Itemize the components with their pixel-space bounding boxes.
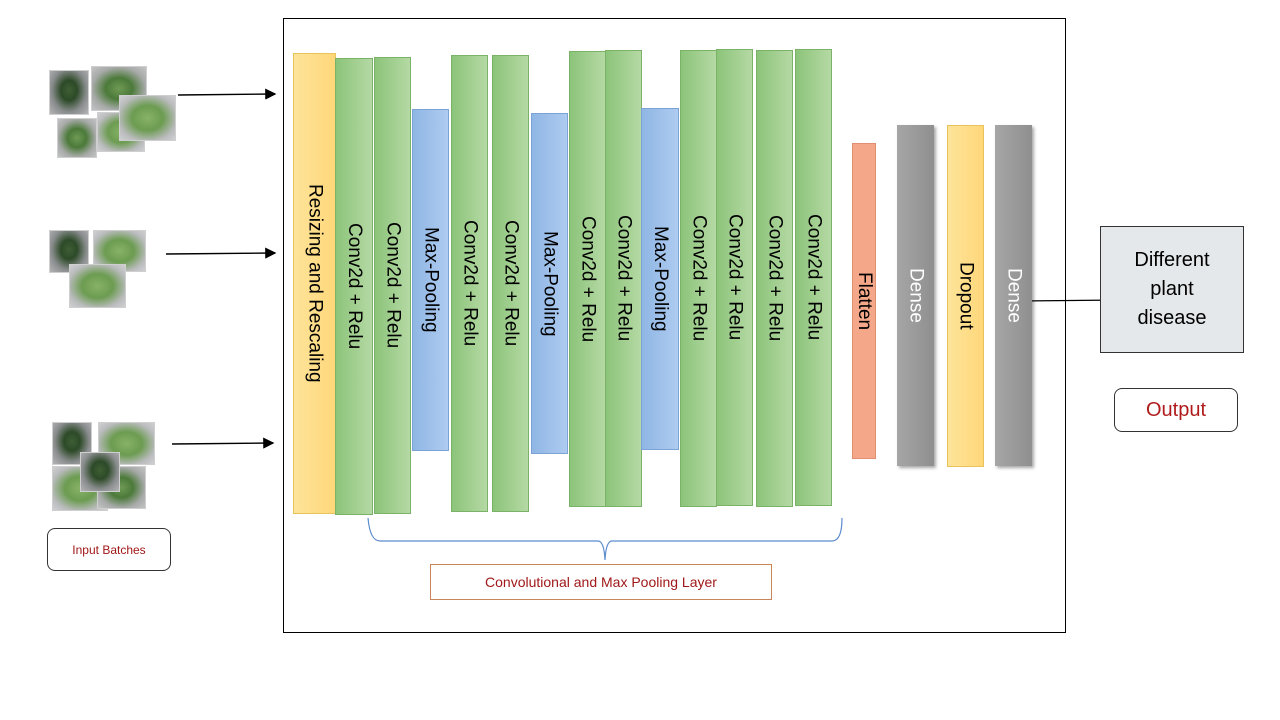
conv2d-relu-layer: Conv2d + Relu: [569, 51, 606, 507]
layer-label: Conv2d + Relu: [344, 223, 365, 350]
layer-label: Conv2d + Relu: [577, 215, 599, 343]
layer-label: Max-Pooling: [650, 226, 671, 332]
output-box-line: plant: [1150, 278, 1194, 300]
conv2d-relu-layer: Conv2d + Relu: [605, 50, 642, 507]
conv2d-relu-layer: Conv2d + Relu: [374, 57, 411, 514]
conv2d-relu-layer: Conv2d + Relu: [795, 49, 832, 506]
layer-label: Max-Pooling: [420, 227, 442, 333]
layer-label: Conv2d + Relu: [613, 215, 635, 342]
conv2d-relu-layer: Conv2d + Relu: [680, 50, 717, 507]
flatten-layer: Flatten: [852, 143, 876, 459]
leaf-image: [49, 70, 89, 115]
layer-label: Dropout: [955, 262, 977, 330]
output-box-line: Different: [1134, 249, 1210, 271]
model-frame: [283, 18, 1066, 633]
max-pooling-layer: Max-Pooling: [641, 108, 679, 450]
max-pooling-layer: Max-Pooling: [412, 109, 449, 451]
conv2d-relu-layer: Conv2d + Relu: [451, 55, 488, 512]
dense-layer: Dense: [897, 125, 934, 466]
output-classes-box: Different plant disease: [1100, 226, 1244, 353]
dropout-layer: Dropout: [947, 125, 984, 467]
layer-label: Conv2d + Relu: [688, 215, 710, 342]
input-arrow-3: [171, 437, 275, 449]
dense-layer: Dense: [995, 125, 1032, 466]
conv2d-relu-layer: Conv2d + Relu: [492, 55, 529, 512]
max-pooling-layer: Max-Pooling: [531, 113, 568, 454]
leaf-image: [80, 452, 120, 492]
layer-label: Conv2d + Relu: [803, 214, 825, 341]
input-batches-label: Input Batches: [47, 528, 171, 571]
layer-label: Conv2d + Relu: [724, 214, 746, 341]
layer-label: Max-Pooling: [539, 230, 561, 337]
layer-label: Conv2d + Relu: [764, 215, 786, 342]
conv2d-relu-layer: Conv2d + Relu: [716, 49, 753, 506]
conv2d-relu-layer: Conv2d + Relu: [335, 58, 373, 515]
conv-group-label: Convolutional and Max Pooling Layer: [430, 564, 772, 600]
layer-label: Conv2d + Relu: [382, 222, 404, 349]
input-arrow-1: [177, 88, 277, 100]
input-arrow-2: [165, 247, 277, 259]
leaf-image: [119, 95, 176, 141]
output-box-line: disease: [1137, 307, 1207, 329]
resizing-rescaling-layer: Resizing and Rescaling: [293, 53, 336, 514]
output-box-text: Different plant disease: [1134, 246, 1209, 333]
leaf-image: [69, 264, 126, 308]
leaf-image: [57, 118, 97, 158]
layer-label: Dense: [905, 268, 927, 323]
conv2d-relu-layer: Conv2d + Relu: [756, 50, 793, 507]
layer-label: Conv2d + Relu: [500, 220, 522, 347]
layer-label: Dense: [1003, 268, 1025, 323]
output-label: Output: [1114, 388, 1238, 432]
layer-label: Flatten: [854, 271, 875, 331]
layer-label: Resizing and Rescaling: [304, 184, 326, 383]
layer-label: Conv2d + Relu: [459, 220, 481, 347]
